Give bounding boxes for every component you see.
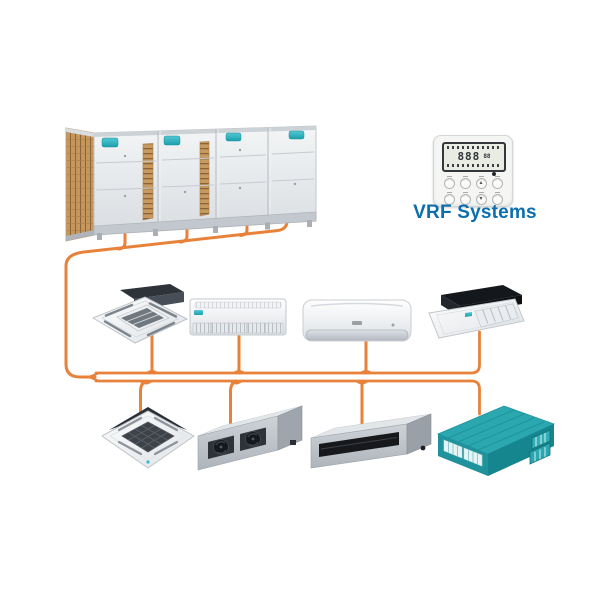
controller-button bbox=[443, 176, 455, 189]
indoor-unit-one-way-cassette bbox=[428, 285, 525, 339]
indoor-unit-teal-duct bbox=[436, 405, 556, 476]
cassette-mesh-grille bbox=[121, 421, 175, 453]
pipe-junction bbox=[354, 380, 370, 385]
lcd-value: 888 bbox=[457, 149, 481, 163]
pipe-header-trunk bbox=[64, 212, 289, 379]
module-brand-labels bbox=[101, 130, 305, 148]
lcd-sub-value: 88 bbox=[483, 152, 491, 160]
vrf-systems-title: VRF Systems bbox=[413, 202, 537, 223]
pipe-junction bbox=[138, 380, 154, 385]
brand-label bbox=[465, 312, 472, 317]
pipe-main-tube-top bbox=[94, 330, 481, 375]
lcd-icon-row-top bbox=[447, 146, 501, 149]
brand-mark bbox=[352, 321, 362, 325]
pipe-main-tube-bottom bbox=[94, 379, 481, 416]
controller-button bbox=[491, 176, 503, 189]
pipe-junction bbox=[358, 370, 374, 374]
indoor-unit-wall-split bbox=[302, 299, 412, 342]
indoor-unit-ceiling-floor bbox=[189, 298, 287, 336]
pipe-junction bbox=[228, 380, 244, 385]
outdoor-unit-bank bbox=[65, 125, 317, 242]
controller-button bbox=[459, 192, 471, 205]
wired-remote-controller: 888 88 ▴ ▾ bbox=[433, 135, 513, 207]
duct-flanges bbox=[529, 429, 551, 465]
brand-label bbox=[194, 310, 203, 315]
cassette-center-grille bbox=[121, 308, 164, 328]
wall-split-flap bbox=[305, 329, 409, 341]
outdoor-coil-side bbox=[65, 127, 95, 242]
outdoor-coil-strip bbox=[199, 141, 210, 217]
outdoor-base-rail bbox=[93, 211, 317, 236]
indoor-unit-high-static-duct bbox=[197, 405, 303, 471]
controller-button bbox=[491, 192, 503, 205]
teal-fan-grilles bbox=[443, 439, 483, 467]
indoor-unit-compact-cassette bbox=[101, 407, 195, 469]
lcd-icon-row-bottom bbox=[447, 164, 501, 167]
controller-buttons: ▴ ▾ bbox=[441, 176, 505, 205]
controller-button-down: ▾ bbox=[475, 192, 487, 205]
duct-fan-inlets bbox=[208, 427, 266, 459]
outdoor-coil-strip bbox=[142, 143, 154, 221]
pipe-junction bbox=[231, 370, 247, 374]
indoor-unit-four-way-cassette bbox=[91, 284, 189, 344]
controller-lcd: 888 88 bbox=[442, 142, 506, 172]
air-outlet-slot bbox=[319, 432, 399, 457]
controller-button bbox=[459, 176, 471, 189]
indoor-unit-slim-duct bbox=[310, 413, 432, 469]
pipe-junction bbox=[144, 370, 160, 374]
controller-button-up: ▴ bbox=[475, 176, 487, 189]
controller-button bbox=[443, 192, 455, 205]
controller-indicator-dot bbox=[492, 172, 496, 176]
